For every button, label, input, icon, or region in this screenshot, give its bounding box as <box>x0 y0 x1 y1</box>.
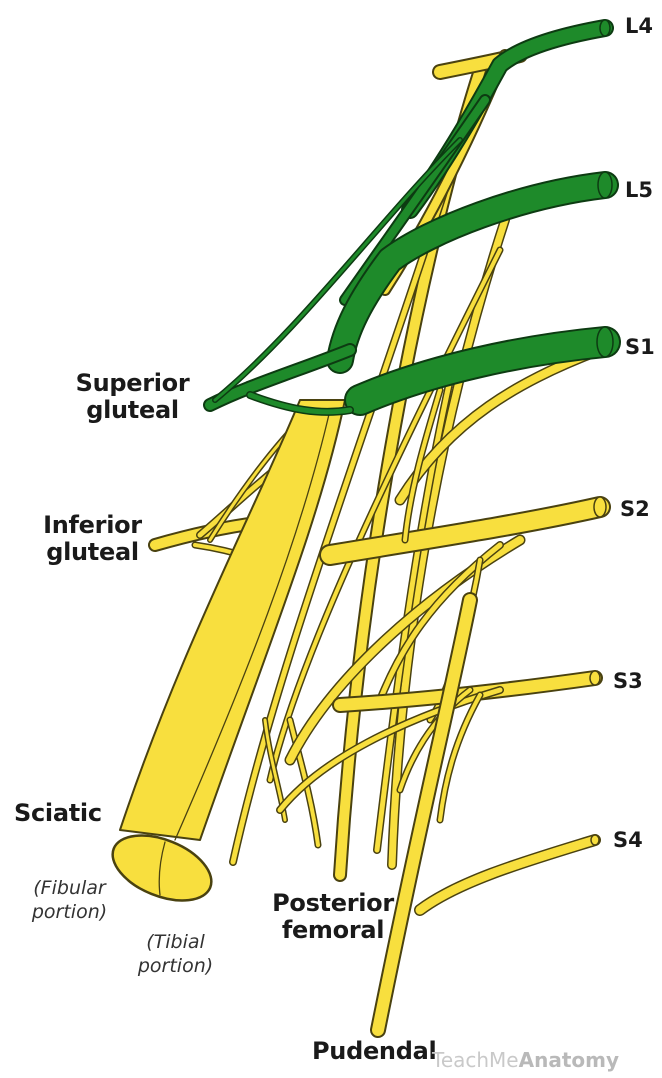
label-sciatic: Sciatic <box>14 800 102 827</box>
watermark: TeachMeAnatomy <box>432 1048 619 1072</box>
tibial-line1: (Tibial <box>128 930 223 954</box>
fibular-line1: (Fibular <box>22 876 117 900</box>
watermark-prefix: TeachMe <box>432 1048 519 1072</box>
superior-gluteal-line2: gluteal <box>50 397 215 424</box>
root-label-s1: S1 <box>625 335 655 359</box>
root-label-s4: S4 <box>613 828 643 852</box>
inferior-gluteal-line1: Inferior <box>30 512 155 539</box>
label-tibial-portion: (Tibial portion) <box>128 930 223 978</box>
fibular-line2: portion) <box>22 900 117 924</box>
root-end-caps <box>590 20 613 845</box>
superior-gluteal-line1: Superior <box>50 370 215 397</box>
root-label-s3: S3 <box>613 669 643 693</box>
inferior-gluteal-line2: gluteal <box>30 539 155 566</box>
watermark-brand: Anatomy <box>519 1048 619 1072</box>
posterior-femoral-line1: Posterior <box>263 890 403 917</box>
label-superior-gluteal: Superior gluteal <box>50 370 215 424</box>
root-label-l5: L5 <box>625 178 653 202</box>
label-fibular-portion: (Fibular portion) <box>22 876 117 924</box>
tibial-line2: portion) <box>128 954 223 978</box>
label-inferior-gluteal: Inferior gluteal <box>30 512 155 566</box>
label-posterior-femoral: Posterior femoral <box>263 890 403 944</box>
root-label-s2: S2 <box>620 497 650 521</box>
label-pudendal: Pudendal <box>312 1038 436 1065</box>
root-label-l4: L4 <box>625 14 653 38</box>
posterior-femoral-line2: femoral <box>263 917 403 944</box>
